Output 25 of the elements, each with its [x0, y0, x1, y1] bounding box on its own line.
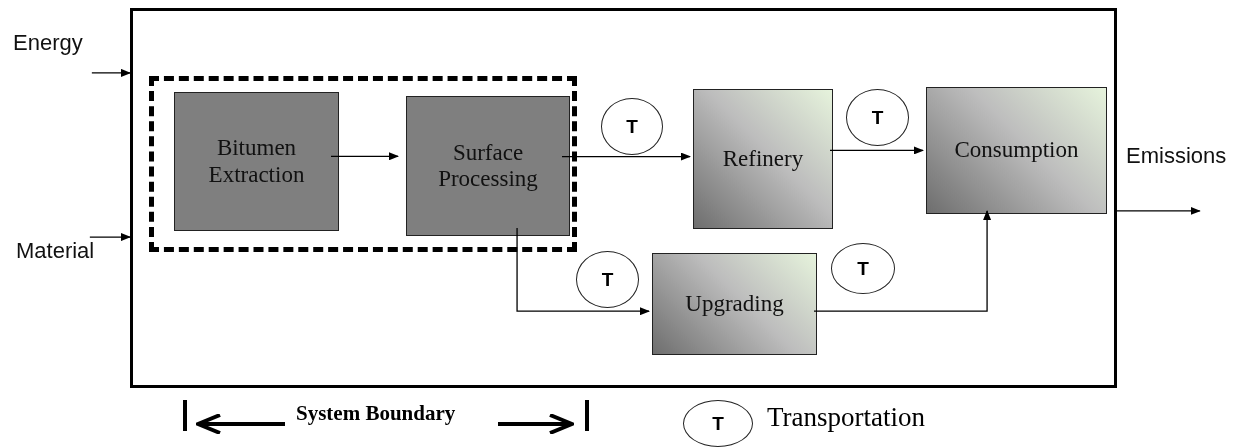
- arrow: [1116, 206, 1201, 215]
- process-box: Surface Processing: [406, 96, 570, 236]
- process-box: Upgrading: [652, 253, 817, 355]
- arrow: [91, 68, 131, 77]
- process-box: Bitumen Extraction: [174, 92, 339, 231]
- arrow: [89, 233, 131, 242]
- transport-circle: T: [846, 89, 909, 146]
- arrow: [516, 227, 650, 316]
- node-label: Transportation: [767, 402, 925, 433]
- transport-circle: T: [601, 98, 663, 155]
- arrow: [829, 146, 924, 155]
- arrow: [330, 152, 399, 161]
- arrow: [561, 152, 691, 161]
- arrow: [813, 210, 992, 312]
- flow-label: Emissions: [1126, 143, 1251, 175]
- flow-label: Energy: [13, 30, 108, 62]
- dimension-label: System Boundary: [296, 401, 456, 426]
- transport-circle: T: [576, 251, 639, 308]
- flow-label: Material: [16, 238, 120, 270]
- system-boundary-box: [149, 76, 577, 252]
- transport-circle: T: [831, 243, 895, 294]
- life-cycle-frame: [130, 8, 1117, 388]
- legend-circle: T: [683, 400, 753, 447]
- process-box: Refinery: [693, 89, 833, 229]
- process-box: Consumption: [926, 87, 1107, 214]
